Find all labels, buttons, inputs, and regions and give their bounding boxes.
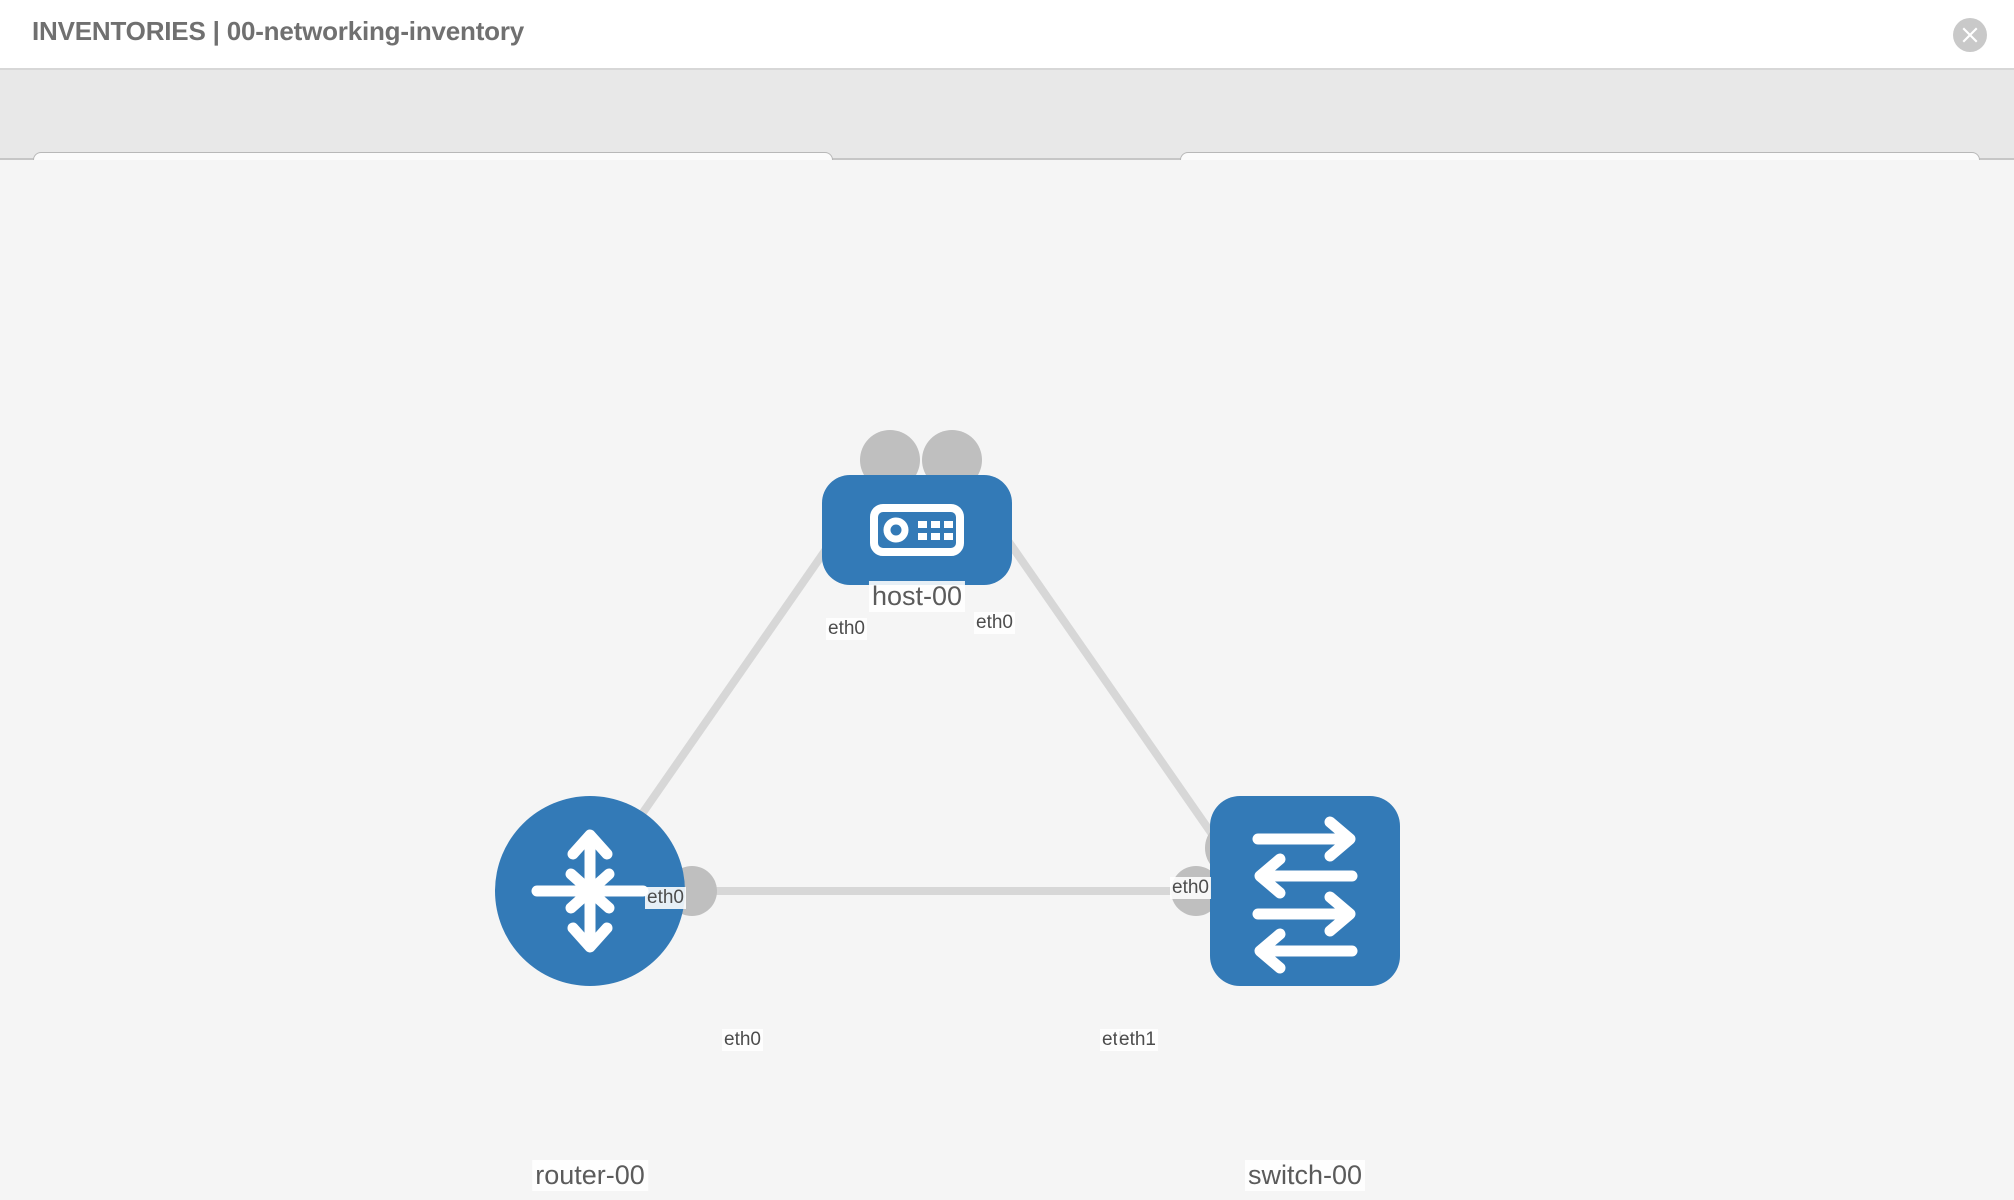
node-router-00 [495,796,685,986]
switch-icon [1252,816,1358,974]
port-label-router-uplink: eth0 [645,887,686,909]
port-label-router-eth0: eth0 [722,1029,763,1051]
topology-canvas[interactable]: host-00 router-00 switch-00 eth0 eth0 et… [0,160,2014,1200]
host-icon [870,504,964,556]
node-label-host-00: host-00 [868,581,966,612]
port-label-host-left: eth0 [826,618,867,640]
node-label-router-00: router-00 [532,1160,648,1191]
port-label-switch-eth1: eth1 [1117,1029,1158,1051]
node-label-switch-00: switch-00 [1244,1160,1366,1191]
topology-graph [495,430,1400,986]
page-title: INVENTORIES | 00-networking-inventory [32,16,525,46]
toolbar: ACTIONS SEARCH [0,70,2014,205]
router-icon [531,829,649,953]
page-header: INVENTORIES | 00-networking-inventory [0,0,2014,70]
port-label-switch-uplink: eth0 [1170,877,1211,899]
close-icon[interactable] [1953,18,1987,52]
port-label-host-right: eth0 [974,612,1015,634]
node-host-00 [822,475,1012,585]
node-switch-00 [1210,796,1400,986]
